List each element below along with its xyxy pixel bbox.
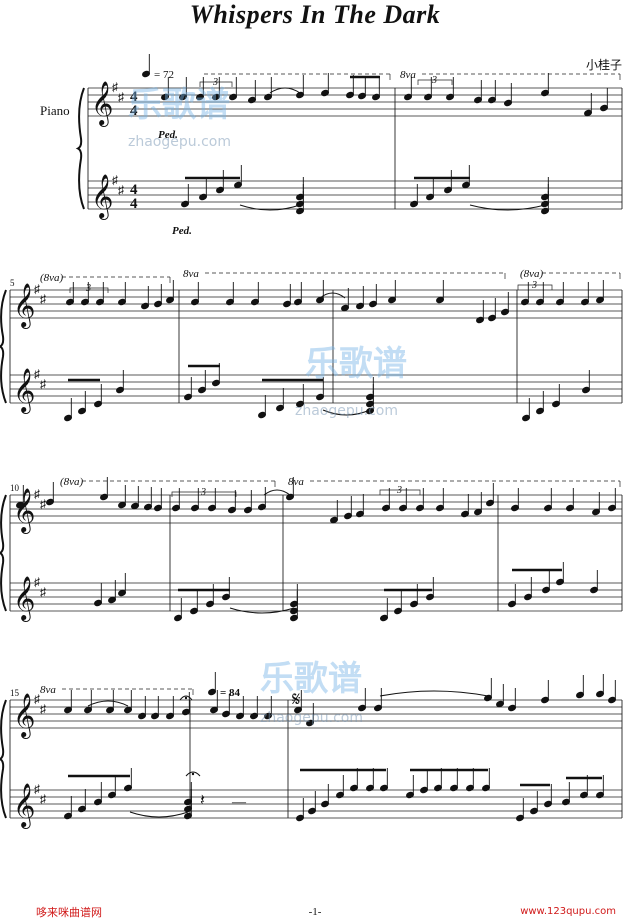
key-sharp-f: ♯ xyxy=(34,367,40,381)
tempo-mark-72: = 72 xyxy=(154,69,174,81)
grand-staff-brace xyxy=(0,289,7,404)
key-sharp-c: ♯ xyxy=(40,292,46,306)
slur-tie xyxy=(239,204,301,211)
treble-staff xyxy=(10,289,622,319)
measure-number-10: 10 xyxy=(10,483,20,493)
key-sharp-c: ♯ xyxy=(40,792,46,806)
key-sharp-c: ♯ xyxy=(40,497,46,511)
octave-mark: 8va xyxy=(288,476,304,488)
grand-staff-brace xyxy=(75,87,85,210)
treble-clef: 𝄞 xyxy=(13,694,35,739)
triplet-bracket xyxy=(517,284,553,290)
key-sharp-c: ♯ xyxy=(40,585,46,599)
key-sharp-c: ♯ xyxy=(118,90,124,104)
triplet-number: 3 xyxy=(396,485,402,496)
key-sharp-f: ♯ xyxy=(34,282,40,296)
treble-staff xyxy=(88,87,622,117)
fermata xyxy=(179,695,193,701)
octave-mark: 8va xyxy=(183,268,199,280)
key-sharp-c: ♯ xyxy=(118,183,124,197)
key-sharp-c: ♯ xyxy=(40,702,46,716)
treble-clef: 𝄞 xyxy=(13,784,35,829)
grand-staff-brace xyxy=(0,699,7,819)
score-title: Whispers In The Dark xyxy=(189,0,441,29)
key-sharp-c: ♯ xyxy=(40,377,46,391)
triplet-bracket xyxy=(199,81,233,87)
slur-tie xyxy=(87,700,129,707)
footer-site-name: 哆来咪曲谱网 xyxy=(36,906,102,919)
triplet-bracket xyxy=(417,79,453,85)
octave-mark: (8va) xyxy=(60,476,84,488)
time-signature-bottom: 4 xyxy=(130,103,138,119)
instrument-label: Piano xyxy=(40,103,70,118)
footer-site-url: www.123qupu.com xyxy=(520,906,616,917)
tempo-mark-84: = 84 xyxy=(220,687,241,699)
time-signature-top: 4 xyxy=(130,182,138,198)
slur-tie xyxy=(322,409,371,416)
slur-tie xyxy=(379,690,489,697)
treble-clef: 𝄞 xyxy=(13,369,35,414)
lower-staff xyxy=(10,374,622,404)
octave-mark: (8va) xyxy=(520,268,544,280)
time-signature-top: 4 xyxy=(130,89,138,105)
octave-mark: 8va xyxy=(40,684,56,696)
treble-staff-lower xyxy=(88,180,622,210)
treble-staff xyxy=(10,494,622,524)
slur-tie xyxy=(269,87,301,94)
time-signature-bottom: 4 xyxy=(130,196,138,212)
treble-clef: 𝄞 xyxy=(13,577,35,622)
key-sharp-f: ♯ xyxy=(112,80,118,94)
triplet-number: 3 xyxy=(531,280,537,291)
key-sharp-f: ♯ xyxy=(34,692,40,706)
treble-clef: 𝄞 xyxy=(91,82,113,127)
slur-tie xyxy=(263,489,291,496)
fermata xyxy=(185,771,201,777)
slur-tie xyxy=(129,811,189,818)
triplet-number: 3 xyxy=(431,75,437,86)
triplet-number: 3 xyxy=(200,487,206,498)
slur-tie xyxy=(229,607,295,614)
lower-staff xyxy=(10,789,622,819)
quarter-rest: 𝄽 xyxy=(200,792,205,809)
pedal-mark: Ped. xyxy=(158,129,178,141)
key-sharp-f: ♯ xyxy=(34,487,40,501)
composer-name: 小桂子 xyxy=(585,58,622,72)
half-rest: — xyxy=(231,795,247,810)
triplet-bracket xyxy=(379,489,421,495)
segno-sign: 𝄋 xyxy=(292,689,301,711)
grand-staff-brace xyxy=(0,494,7,612)
octave-mark: (8va) xyxy=(40,272,64,284)
treble-clef: 𝄞 xyxy=(91,175,113,220)
treble-clef: 𝄞 xyxy=(13,284,35,329)
measure-number-15: 15 xyxy=(10,688,20,698)
key-sharp-f: ♯ xyxy=(112,173,118,187)
triplet-number: 3 xyxy=(212,77,218,88)
treble-clef: 𝄞 xyxy=(13,489,35,534)
octave-mark: 8va xyxy=(400,69,416,81)
fermata-dot xyxy=(184,696,188,700)
key-sharp-f: ♯ xyxy=(34,575,40,589)
slur-tie xyxy=(319,292,346,299)
triplet-bracket xyxy=(69,287,109,293)
measure-number-5: 5 xyxy=(10,278,15,288)
pedal-mark: Ped. xyxy=(172,225,192,237)
slur-tie xyxy=(469,204,546,211)
key-sharp-f: ♯ xyxy=(34,782,40,796)
treble-staff xyxy=(10,699,622,729)
page-number: -1- xyxy=(308,906,322,918)
triplet-bracket xyxy=(171,491,237,497)
fermata-dot xyxy=(191,772,195,776)
